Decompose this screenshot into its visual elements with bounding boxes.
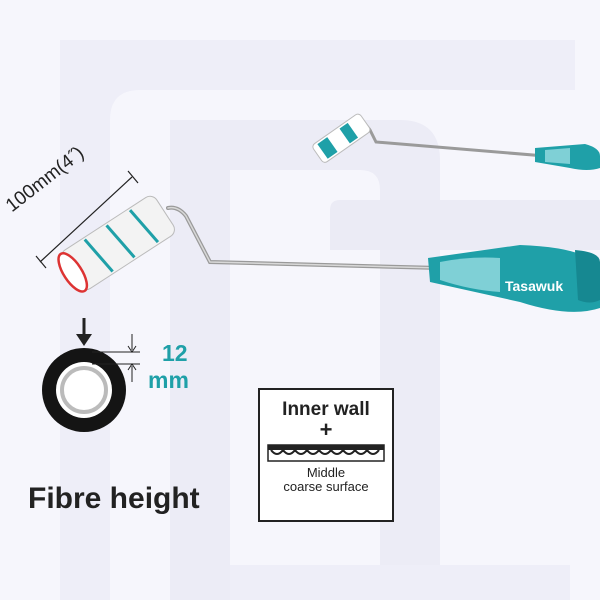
- surface-title: Inner wall: [282, 399, 370, 420]
- fibre-height-title: Fibre height: [28, 482, 200, 515]
- fibre-height-unit: mm: [148, 367, 189, 393]
- surface-plus: +: [319, 417, 333, 442]
- fibre-height-value: 12: [162, 340, 188, 366]
- surface-info-box: Inner wall + Middle coarse surface: [258, 388, 394, 522]
- surface-texture-icon: [267, 444, 385, 462]
- surface-line2: coarse surface: [283, 479, 369, 494]
- brand-watermark: Tasawuk: [505, 278, 564, 294]
- surface-line1: Middle: [306, 465, 346, 480]
